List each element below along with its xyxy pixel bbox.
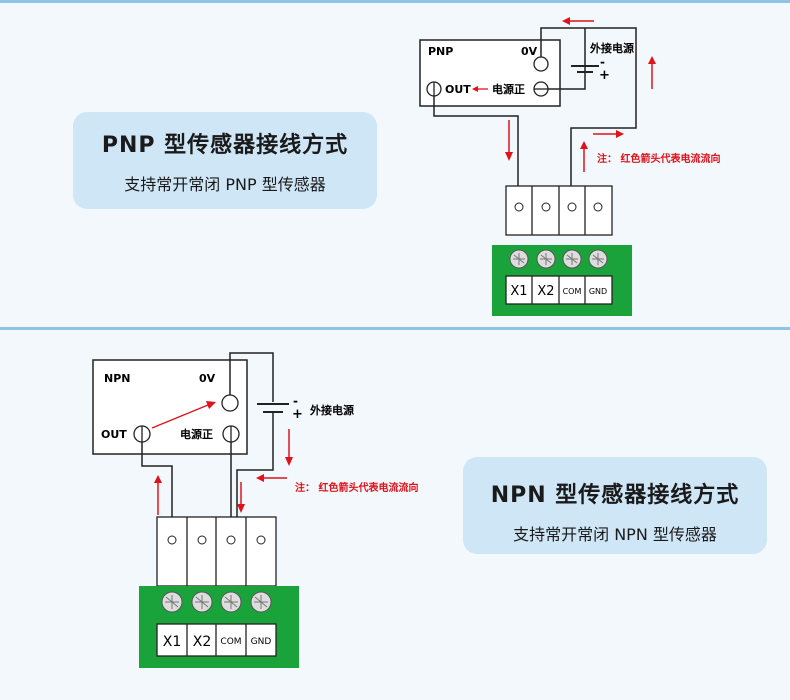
npn-0v-label: 0V [199, 372, 216, 385]
pnp-battery-plus: + [599, 68, 610, 83]
npn-battery-plus: + [292, 407, 303, 422]
pnp-power-wire [548, 28, 586, 90]
pnp-terminal-block: X1 X2 COM GND [492, 185, 632, 316]
pnp-out-wire [433, 96, 519, 205]
pnp-battery-minus: - [600, 55, 605, 69]
pnp-title: PNP 型传感器接线方式 [101, 133, 349, 158]
pnp-arrow-right-up [648, 56, 656, 64]
pnp-arrow-com-up [580, 141, 588, 149]
npn-arrow-battery-down [285, 457, 293, 466]
npn-title-card: NPN 型传感器接线方式 支持常开常闭 NPN 型传感器 [463, 457, 767, 554]
npn-terminal-gnd: GND [251, 637, 272, 647]
pnp-terminal-gnd: GND [589, 287, 607, 296]
npn-sensor-box [92, 359, 248, 455]
pnp-0v-label: 0V [521, 45, 538, 58]
npn-power-pos-label: 电源正 [180, 427, 213, 441]
npn-arrow-com-down [237, 504, 245, 513]
npn-terminal-com: COM [220, 637, 241, 647]
npn-internal-arrow [206, 401, 216, 409]
npn-terminal-block: X1 X2 COM GND [139, 516, 299, 668]
pnp-sensor-name: PNP [428, 45, 453, 58]
npn-sensor-name: NPN [104, 372, 130, 385]
pnp-ext-power-label: 外接电源 [589, 41, 634, 55]
pnp-screws [509, 249, 608, 269]
npn-power-wire [236, 412, 274, 540]
npn-terminal-x1: X1 [163, 634, 182, 650]
npn-arrow-left [256, 474, 264, 482]
npn-0v-wire [229, 352, 274, 402]
pnp-title-card: PNP 型传感器接线方式 支持常开常闭 PNP 型传感器 [73, 112, 377, 209]
npn-arrow-x1-up [154, 475, 162, 483]
mid-divider [0, 327, 790, 330]
npn-title: NPN 型传感器接线方式 [490, 483, 740, 508]
pnp-arrow-x1-down [505, 152, 513, 161]
npn-out-wire [141, 442, 173, 540]
pnp-note: 注： 红色箭头代表电流流向 [597, 152, 720, 165]
pnp-terminal-x2: X2 [537, 284, 554, 299]
npn-0v-terminal [221, 394, 239, 412]
pnp-power-pos-label: 电源正 [492, 82, 525, 96]
pnp-terminal-x1: X1 [510, 284, 527, 299]
pnp-0v-wire [540, 27, 637, 205]
pnp-subtitle: 支持常开常闭 PNP 型传感器 [124, 175, 326, 194]
pnp-arrow-top [562, 17, 570, 25]
pnp-internal-arrow [472, 86, 478, 92]
npn-subtitle: 支持常开常闭 NPN 型传感器 [513, 525, 717, 544]
npn-battery-minus: - [293, 394, 298, 408]
npn-ext-power-label: 外接电源 [309, 403, 354, 417]
npn-terminal-x2: X2 [193, 634, 212, 650]
npn-screws [161, 591, 272, 613]
pnp-terminal-com: COM [563, 287, 582, 296]
npn-out-label: OUT [101, 428, 127, 441]
pnp-out-label: OUT [445, 83, 471, 96]
top-divider [0, 0, 790, 3]
pnp-arrow-com-right [616, 130, 624, 138]
npn-note: 注： 红色箭头代表电流流向 [295, 481, 418, 494]
